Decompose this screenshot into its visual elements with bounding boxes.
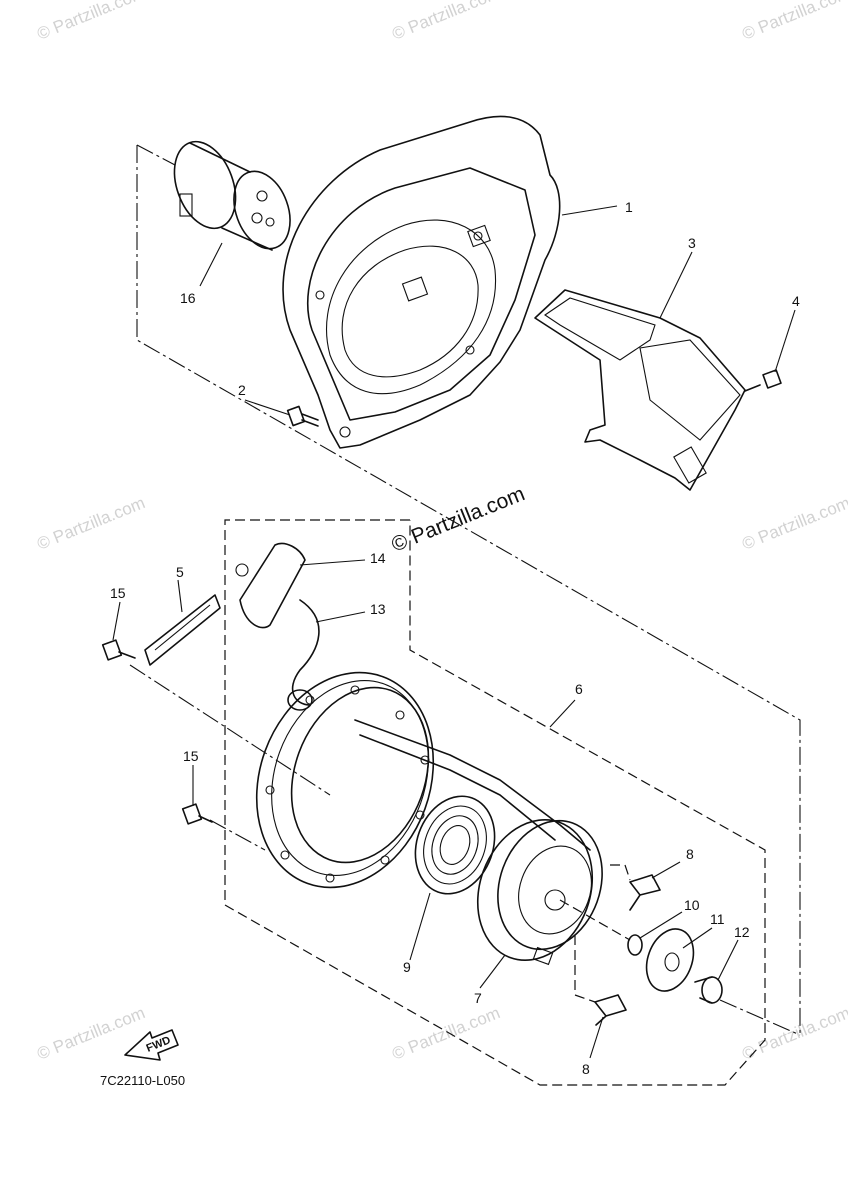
label-part-13: 13 [370, 601, 386, 617]
starter-band [354, 719, 591, 851]
label-part-9: 9 [403, 959, 411, 975]
part-8-pawl-upper [629, 874, 661, 911]
label-part-11: 11 [710, 911, 725, 927]
watermark: © Partzilla.com [389, 0, 502, 44]
label-part-3: 3 [688, 235, 696, 251]
part-15-bolt-upper [101, 639, 136, 661]
part-15-bolt-lower [181, 803, 213, 825]
part-1-fan-housing [282, 115, 561, 449]
part-7-pulley [476, 818, 603, 966]
label-part-8-upper: 8 [686, 846, 694, 862]
label-part-10: 10 [684, 897, 700, 913]
starter-case-ring [255, 671, 435, 889]
label-part-8-lower: 8 [582, 1061, 590, 1077]
label-part-14: 14 [370, 550, 386, 566]
watermark: © Partzilla.com [739, 0, 848, 44]
watermark: © Partzilla.com [34, 1003, 147, 1064]
part-labels: 1 2 3 4 5 6 7 8 8 9 10 11 12 13 14 15 15… [110, 199, 800, 1077]
watermark: © Partzilla.com [739, 493, 848, 554]
label-part-15-lower: 15 [183, 748, 199, 764]
label-part-16: 16 [180, 290, 196, 306]
fwd-arrow-icon: FWD [124, 1029, 179, 1061]
label-part-5: 5 [176, 564, 184, 580]
leader-lines [112, 205, 796, 1059]
watermark: © Partzilla.com [34, 0, 147, 44]
part-3-air-duct [534, 289, 746, 491]
part-8-pawl-lower [594, 994, 627, 1026]
label-part-1: 1 [625, 199, 633, 215]
fwd-label: FWD [145, 1034, 173, 1055]
label-part-2: 2 [238, 382, 246, 398]
part-16-cylinder [173, 140, 291, 251]
diagram-code: 7C22110-L050 [100, 1073, 185, 1088]
watermark: © Partzilla.com [34, 493, 147, 554]
part-12-screw [694, 976, 723, 1004]
part-9-spiral-spring [414, 795, 496, 895]
watermark: © Partzilla.com [739, 1003, 848, 1064]
label-part-7: 7 [474, 990, 482, 1006]
part-10-washer [627, 934, 643, 956]
label-part-6: 6 [575, 681, 583, 697]
label-part-4: 4 [792, 293, 800, 309]
part-4-screw [744, 369, 782, 392]
part-14-handle [235, 542, 306, 629]
assembly-boundary-line [136, 145, 801, 1035]
part-11-drive-plate [645, 928, 695, 992]
part-2-bolt [286, 405, 319, 427]
label-part-12: 12 [734, 924, 750, 940]
part-5-plate [144, 594, 221, 666]
recoil-starter-boundary [224, 519, 766, 1086]
label-part-15-upper: 15 [110, 585, 126, 601]
part-13-rope [291, 599, 320, 706]
